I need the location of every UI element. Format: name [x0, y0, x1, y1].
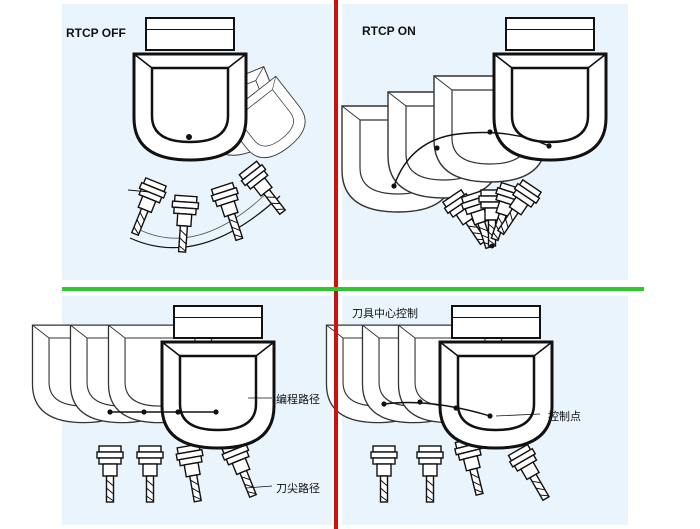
rtcp-on-label: RTCP ON — [362, 24, 416, 38]
vertical-divider — [334, 0, 338, 529]
tool-center-control-diagram — [325, 304, 558, 506]
rtcp-off-label: RTCP OFF — [66, 26, 126, 40]
control-point-label: 控制点 — [548, 411, 581, 423]
program-path-label: 编程路径 — [276, 394, 320, 406]
program-path-diagram — [31, 304, 276, 505]
horizontal-divider — [62, 287, 644, 291]
tool-tip-path-label: 刀尖路径 — [276, 483, 320, 495]
tool-center-control-label: 刀具中心控制 — [352, 308, 418, 320]
rtcp-on-diagram — [341, 16, 608, 252]
rtcp-off-diagram — [122, 16, 316, 254]
